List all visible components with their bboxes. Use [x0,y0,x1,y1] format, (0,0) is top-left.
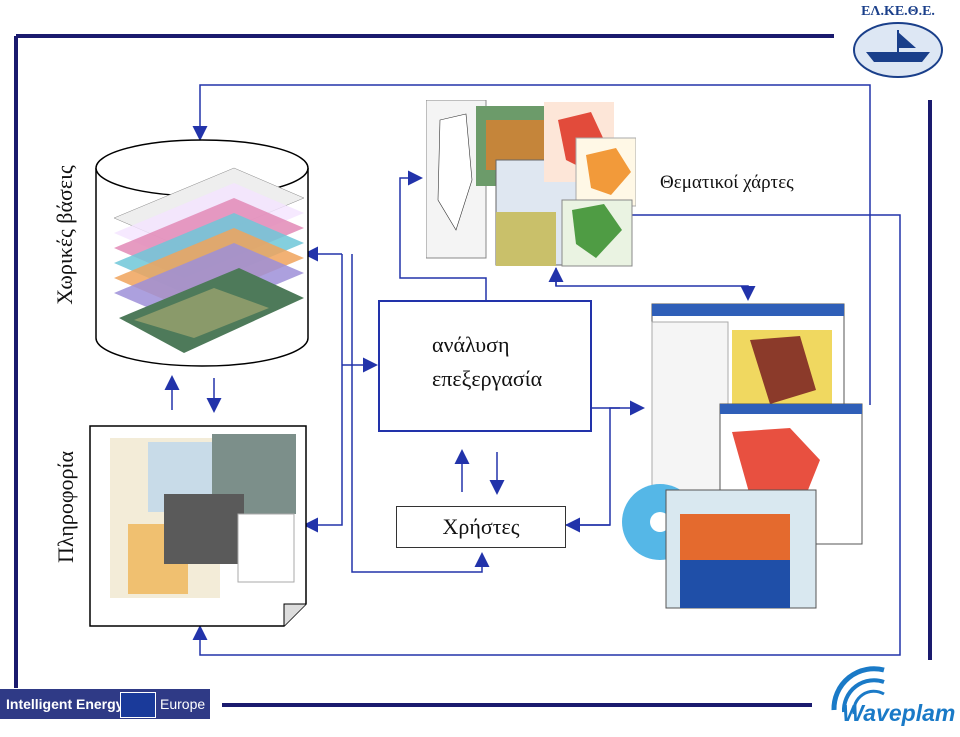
users-box: Χρήστες [396,506,566,548]
analysis-label: ανάλυση [432,332,510,357]
analysis-processing-box: ανάλυση επεξεργασία [378,300,592,432]
waveplam-logo: Waveplam [824,660,958,732]
eu-flag-icon [120,692,156,718]
intelligent-energy-europe-logo: Intelligent Energy Europe [0,689,210,719]
ie-text-right: Europe [160,696,206,712]
spatial-databases-label: Χωρικές βάσεις [52,165,77,305]
ship-icon [853,22,943,78]
waveplam-text: Waveplam [842,700,956,726]
thematic-maps-collage [426,100,636,267]
gis-screenshots-collage [622,303,863,609]
elkethe-logo-text: ΕΛ.ΚΕ.Θ.Ε. [861,4,935,19]
elkethe-logo: ΕΛ.ΚΕ.Θ.Ε. [846,4,950,82]
thematic-maps-label: Θεματικοί χάρτες [660,172,794,193]
information-document [89,425,307,627]
information-label: Πληροφορία [53,451,78,563]
processing-label: επεξεργασία [432,366,543,391]
ie-text-left: Intelligent Energy [6,696,124,712]
wave-signal-icon [831,666,885,715]
spatial-database-cylinder [95,139,309,367]
